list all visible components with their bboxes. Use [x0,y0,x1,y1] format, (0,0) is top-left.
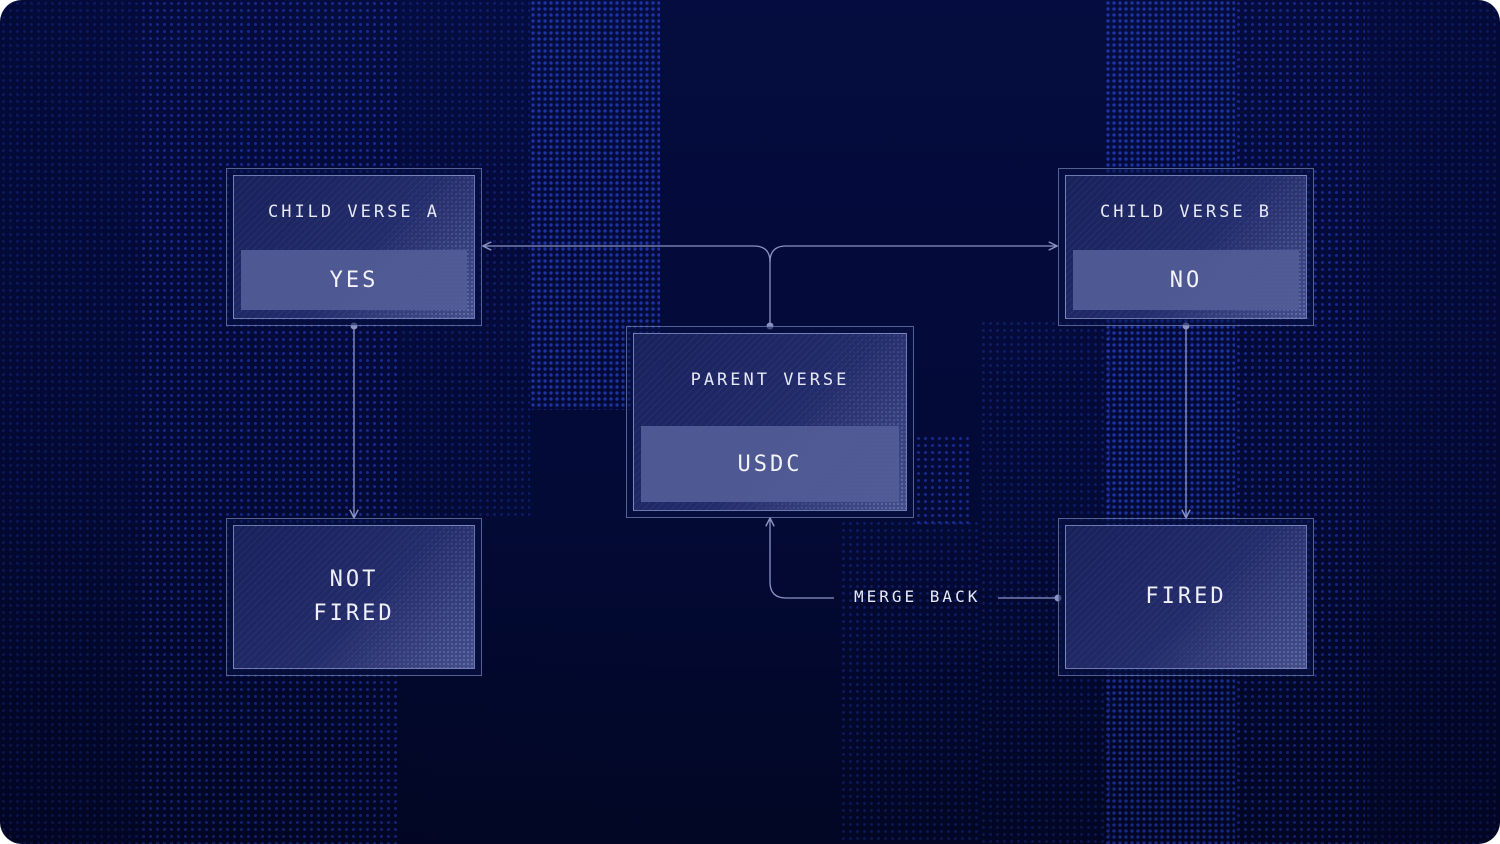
child-verse-b-node: CHILD VERSE B NO [1058,168,1314,326]
background-dot-panel [915,435,970,525]
child-verse-b-value: NO [1073,250,1299,310]
not-fired-panel: NOT FIRED [233,525,475,669]
parent-verse-node: PARENT VERSE USDC [626,326,914,518]
edge-merge-back-left [770,518,834,599]
background-dot-panel [140,0,400,844]
background-dot-panel [1235,0,1365,844]
fired-node: FIRED [1058,518,1314,676]
parent-verse-value: USDC [641,426,899,502]
edge-parent-to-child-b [769,246,1057,263]
child-verse-b-panel: CHILD VERSE B NO [1065,175,1307,319]
background-dot-panel [840,520,980,844]
not-fired-line-1: NOT [329,567,379,592]
child-verse-a-node: CHILD VERSE A YES [226,168,482,326]
not-fired-line-2: FIRED [313,601,395,626]
background-dot-panel [0,0,140,844]
merge-back-label: MERGE BACK [854,587,981,606]
child-verse-a-label: CHILD VERSE A [267,202,441,222]
not-fired-node: NOT FIRED [226,518,482,676]
not-fired-text: NOT FIRED [234,526,474,668]
child-verse-a-panel: CHILD VERSE A YES [233,175,475,319]
background-dot-panel [1105,0,1235,844]
background-dot-panel [1365,0,1500,844]
parent-verse-panel: PARENT VERSE USDC [633,333,907,511]
parent-verse-label: PARENT VERSE [690,370,850,390]
fired-panel: FIRED [1065,525,1307,669]
fired-text: FIRED [1066,526,1306,668]
child-verse-a-value: YES [241,250,467,310]
child-verse-b-label: CHILD VERSE B [1099,202,1273,222]
fired-label: FIRED [1145,584,1227,609]
